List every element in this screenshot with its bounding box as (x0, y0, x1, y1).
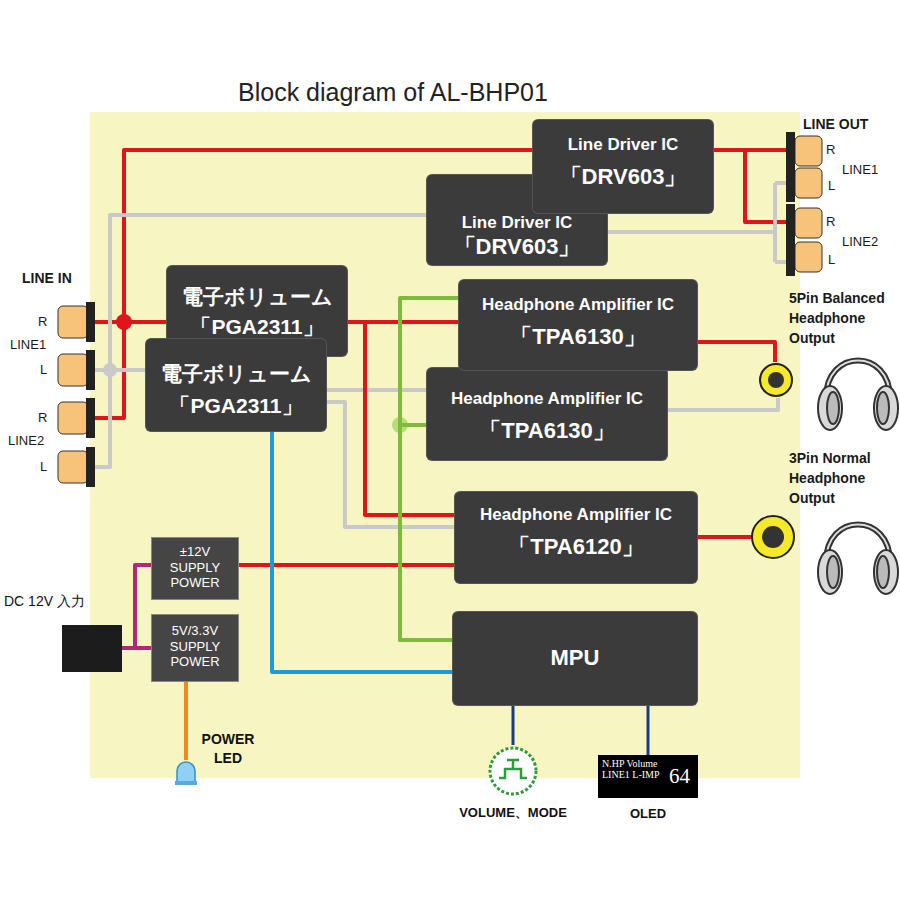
power-supply-box: 5V/3.3V SUPPLY POWER (151, 614, 239, 682)
signal-label: LINE1 (842, 162, 878, 177)
output-label: 5Pin Balanced Headphone Output (789, 288, 895, 348)
power-led: POWER LED (175, 760, 197, 786)
knob-symbol (487, 745, 539, 797)
node-text: 「TPA6130」 (459, 322, 697, 352)
diagram-title: Block diagram of AL-BHP01 (238, 78, 548, 107)
oled-display: N.HP Volume LINE1 L-IMP64OLED (598, 755, 698, 798)
signal-label: LINE2 (8, 433, 44, 448)
ic-box: Line Driver IC 「DRV603」 (533, 120, 713, 213)
node-text: ±12V SUPPLY POWER (159, 544, 231, 591)
signal-label: LINE IN (22, 270, 72, 286)
dc-jack: DC 12V 入力 (62, 625, 122, 672)
node-text: Line Driver IC (533, 134, 713, 156)
signal-label: R (38, 410, 47, 425)
ic-box: 電子ボリューム「PGA2311」 (146, 339, 326, 431)
signal-label: R (826, 142, 835, 157)
node-text: Headphone Amplifier IC (459, 294, 697, 316)
amp-box: Headphone Amplifier IC 「TPA6120」 (455, 492, 697, 583)
signal-wire (272, 431, 453, 672)
output-label: 3Pin Normal Headphone Output (789, 448, 895, 508)
signal-wire (647, 705, 650, 755)
signal-label: L (828, 252, 835, 267)
signal-wire (326, 388, 427, 392)
signal-wire (122, 646, 151, 650)
node-text: 電子ボリューム (146, 361, 326, 387)
node-label: DC 12V 入力 (4, 593, 85, 611)
signal-label: L (40, 362, 47, 377)
node-text: 電子ボリューム (167, 284, 347, 310)
node-label: N.HP Volume LINE1 L-IMP (602, 758, 666, 780)
node-text: 「DRV603」 (533, 162, 713, 192)
node-text: Line Driver IC (427, 212, 607, 234)
signal-label: LINE2 (842, 234, 878, 249)
node-text: Headphone Amplifier IC (427, 388, 667, 410)
node-text: 「PGA2311」 (146, 393, 326, 419)
node-text: 「PGA2311」 (167, 314, 347, 340)
mpu-box: MPU (453, 612, 697, 705)
amp-box: Headphone Amplifier IC 「TPA6130」 (459, 280, 697, 370)
signal-label: L (40, 459, 47, 474)
node-label: OLED (630, 806, 666, 821)
node-text: 「DRV603」 (427, 234, 607, 260)
node-text: 「TPA6120」 (455, 532, 697, 562)
node-label: 64 (669, 764, 690, 789)
node-label: POWER LED (193, 730, 263, 768)
power-supply-box: ±12V SUPPLY POWER (151, 537, 239, 600)
node-text: 5V/3.3V SUPPLY POWER (159, 623, 231, 670)
rotary-encoder: VOLUME、MODE (487, 745, 539, 797)
signal-label: LINE OUT (803, 116, 868, 132)
signal-wire (184, 682, 188, 760)
node-text: 「TPA6130」 (427, 416, 667, 446)
node-text: MPU (453, 644, 697, 672)
node-label: VOLUME、MODE (459, 804, 567, 822)
signal-label: R (38, 314, 47, 329)
amp-box: Headphone Amplifier IC 「TPA6130」 (427, 368, 667, 460)
signal-wire (400, 298, 459, 640)
signal-label: R (826, 214, 835, 229)
led-symbol (175, 760, 197, 786)
node-text: Headphone Amplifier IC (455, 504, 697, 526)
signal-wire (512, 705, 515, 745)
signal-label: LINE1 (10, 337, 46, 352)
signal-wire (122, 565, 151, 648)
signal-label: L (828, 178, 835, 193)
